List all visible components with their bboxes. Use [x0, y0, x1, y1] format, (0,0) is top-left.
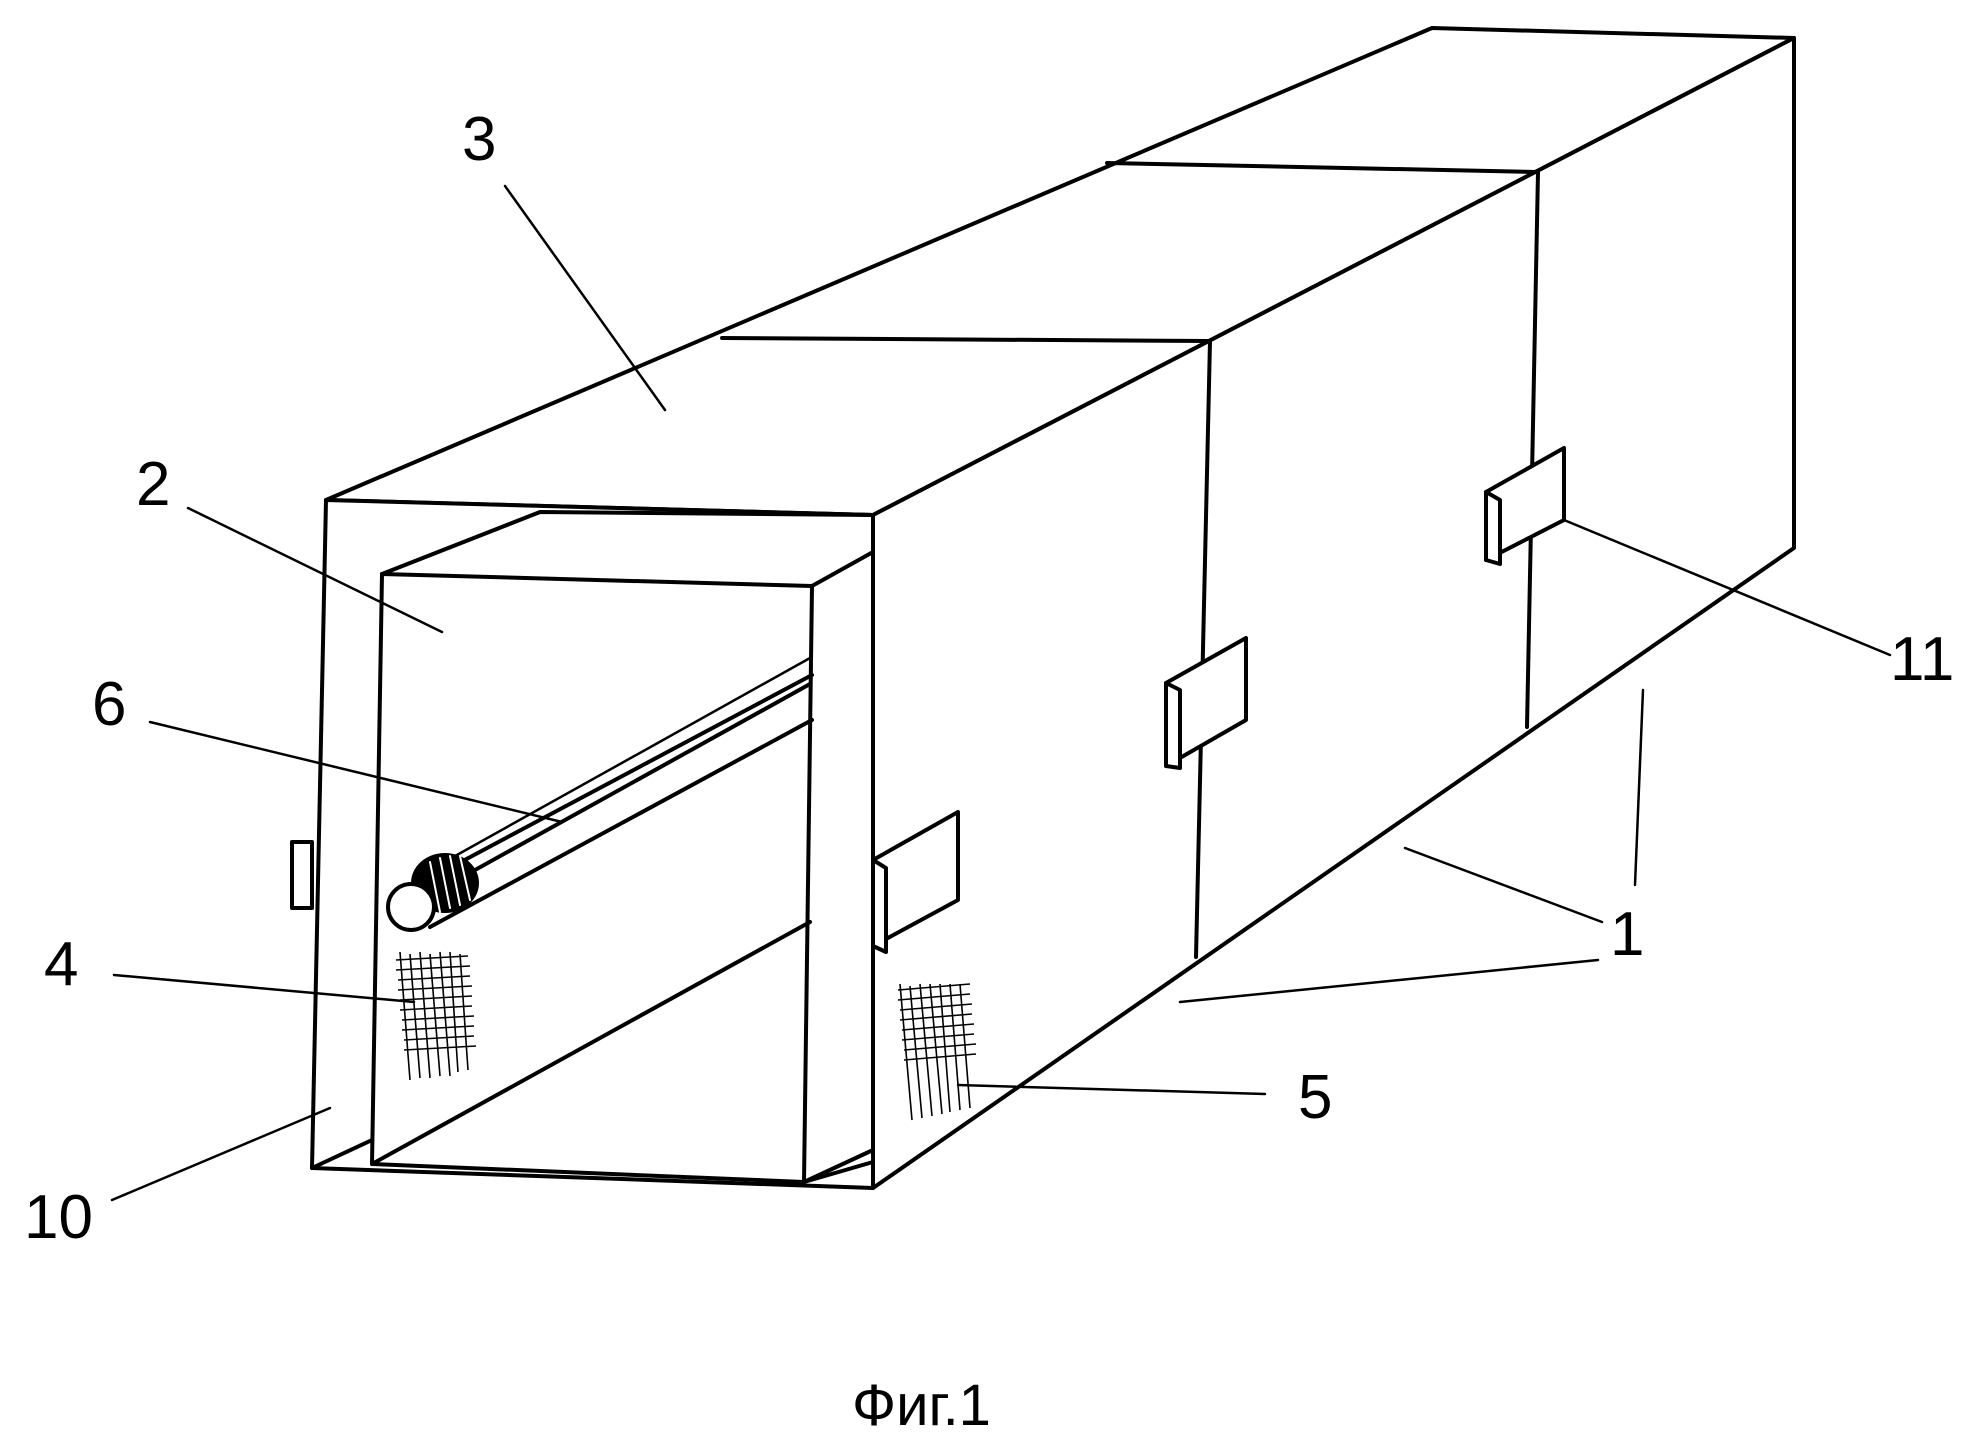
latch-rear-side — [1486, 492, 1500, 564]
rod-end-cap — [388, 884, 434, 930]
label-4: 4 — [44, 930, 78, 999]
latch-front-left — [292, 842, 312, 908]
label-2: 2 — [136, 450, 170, 519]
leader-3 — [505, 186, 665, 410]
figure-caption: Фиг.1 — [852, 1373, 991, 1438]
label-5: 5 — [1298, 1063, 1332, 1132]
latch-middle-side — [1166, 683, 1180, 768]
leader-1a — [1635, 690, 1643, 885]
inner-insert — [312, 512, 873, 1182]
leader-1c — [1180, 960, 1598, 1002]
label-1: 1 — [1610, 900, 1644, 969]
label-6: 6 — [92, 670, 126, 739]
leader-10 — [112, 1108, 330, 1200]
leader-1b — [1405, 848, 1602, 922]
label-10: 10 — [24, 1183, 93, 1252]
latch-front-right-side — [873, 860, 886, 952]
label-11: 11 — [1890, 625, 1954, 694]
label-3: 3 — [462, 105, 496, 174]
